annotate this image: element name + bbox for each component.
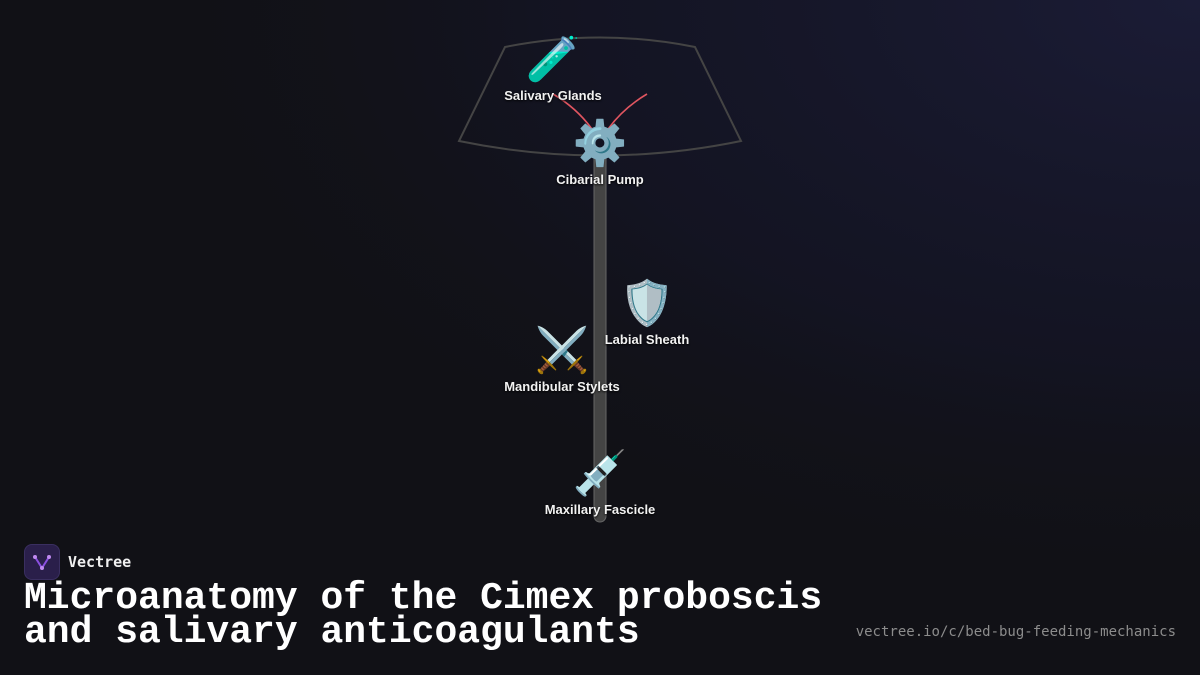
node-label-labial-sheath: Labial Sheath bbox=[604, 332, 690, 347]
salivary-duct-left bbox=[552, 93, 597, 136]
page-title-line-1: Microanatomy of the Cimex proboscis bbox=[24, 577, 823, 620]
node-label-cibarial-pump: Cibarial Pump bbox=[556, 172, 644, 187]
vectree-logo-icon bbox=[24, 544, 60, 580]
test-tube-icon: 🧪 bbox=[525, 35, 581, 84]
node-labial-sheath: 🛡️ Labial Sheath bbox=[604, 279, 690, 348]
node-label-salivary-glands: Salivary Glands bbox=[504, 88, 602, 103]
source-url-link[interactable]: vectree.io/c/bed-bug-feeding-mechanics bbox=[855, 624, 1176, 640]
node-label-maxillary-fascicle: Maxillary Fascicle bbox=[544, 502, 656, 517]
head-capsule-outline bbox=[457, 36, 743, 157]
brand-name: Vectree bbox=[68, 553, 132, 571]
shield-icon: 🛡️ bbox=[619, 279, 675, 328]
syringe-icon: 💉 bbox=[572, 449, 628, 498]
node-mandibular-stylets: ⚔️ Mandibular Stylets bbox=[504, 326, 620, 395]
gear-icon: ⚙️ bbox=[572, 119, 628, 168]
node-salivary-glands: 🧪 Salivary Glands bbox=[504, 35, 602, 104]
node-cibarial-pump: ⚙️ Cibarial Pump bbox=[556, 119, 644, 188]
proboscis-tube bbox=[593, 149, 607, 523]
page-title: Microanatomy of the Cimex proboscis and … bbox=[24, 577, 823, 654]
crossed-swords-icon: ⚔️ bbox=[534, 326, 590, 375]
node-maxillary-fascicle: 💉 Maxillary Fascicle bbox=[544, 449, 656, 518]
brand: Vectree bbox=[24, 544, 131, 580]
page-title-line-2: and salivary anticoagulants bbox=[24, 611, 640, 654]
node-label-mandibular-stylets: Mandibular Stylets bbox=[504, 379, 620, 394]
salivary-duct-right bbox=[603, 93, 648, 136]
